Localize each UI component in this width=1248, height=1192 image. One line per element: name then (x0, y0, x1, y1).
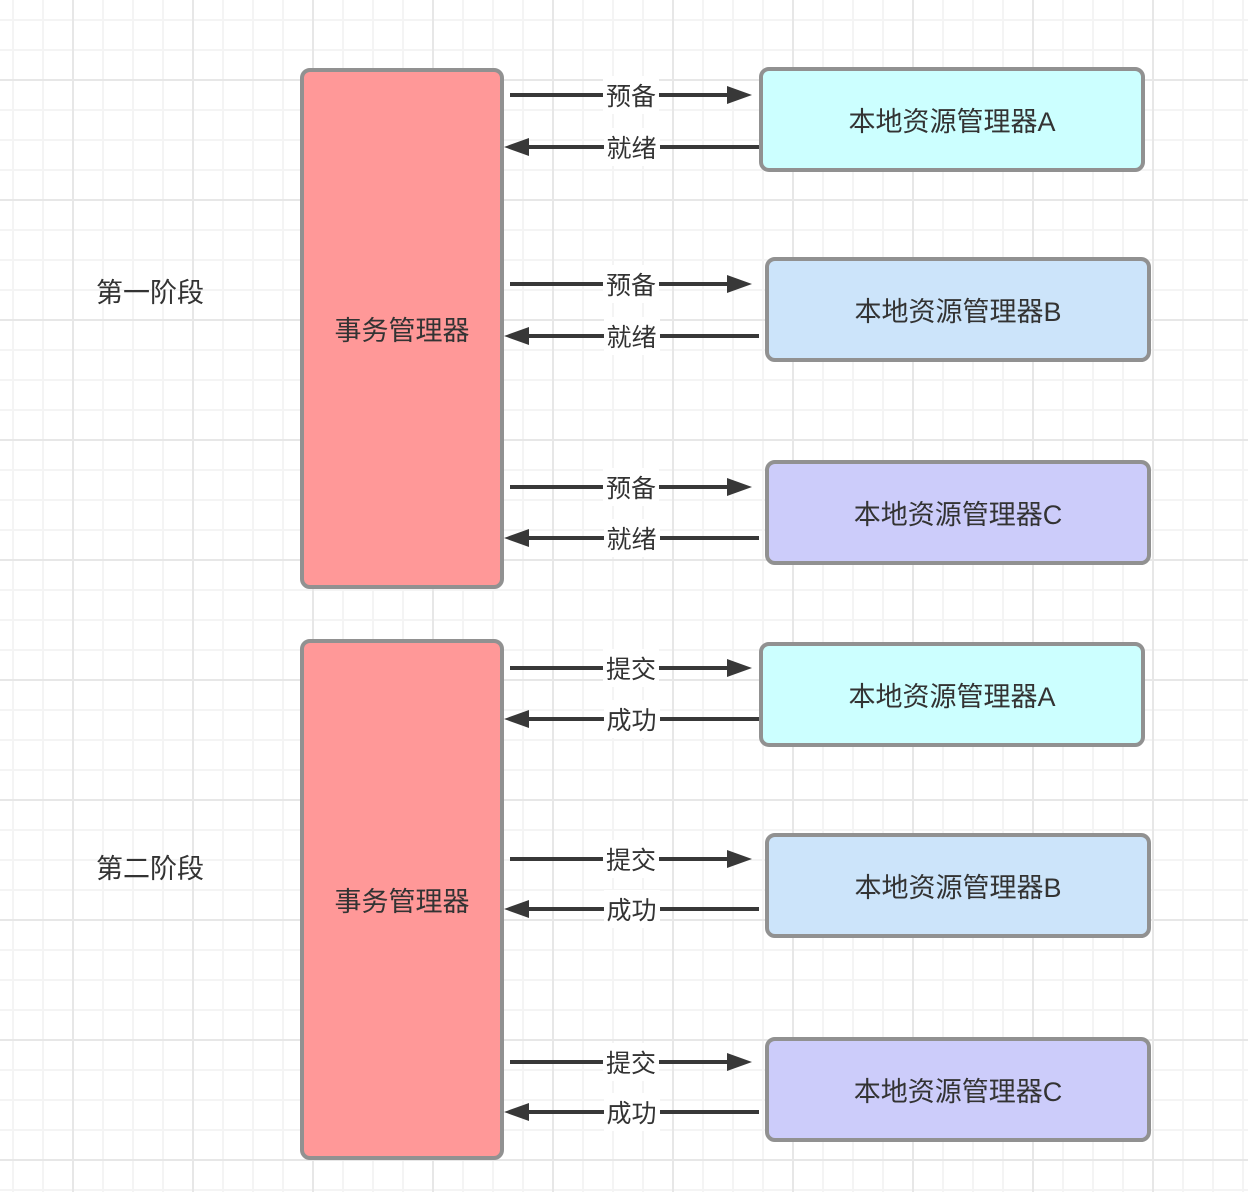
phase-1-label: 第一阶段 (96, 278, 204, 308)
arrowhead-left-icon (504, 1103, 529, 1121)
arrow-label: 预备 (602, 265, 660, 303)
resource-a-label: 本地资源管理器A (848, 682, 1056, 712)
arrow-prepare-to-c: 预备 (510, 468, 752, 506)
resource-c-label: 本地资源管理器C (853, 1077, 1063, 1107)
arrow-commit-to-a: 提交 (510, 649, 752, 687)
arrow-label: 成功 (603, 1093, 660, 1131)
resource-a-label: 本地资源管理器A (848, 107, 1056, 137)
arrow-label: 预备 (602, 468, 660, 506)
resource-b-label: 本地资源管理器B (854, 297, 1062, 327)
arrowhead-left-icon (504, 710, 529, 728)
arrowhead-right-icon (727, 275, 752, 293)
transaction-manager-label: 事务管理器 (334, 316, 470, 346)
arrow-commit-to-c: 提交 (510, 1043, 752, 1081)
arrow-label: 预备 (602, 76, 660, 114)
arrow-ready-from-c: 就绪 (504, 519, 759, 557)
arrow-label: 就绪 (603, 128, 660, 166)
arrow-commit-to-b: 提交 (510, 840, 752, 878)
arrowhead-right-icon (727, 850, 752, 868)
transaction-manager-box-phase-1: 事务管理器 (300, 68, 504, 589)
arrow-success-from-a: 成功 (504, 700, 759, 738)
resource-box-a-phase-2: 本地资源管理器A (759, 642, 1145, 747)
arrowhead-left-icon (504, 138, 529, 156)
resource-box-b-phase-1: 本地资源管理器B (765, 257, 1151, 362)
resource-box-c-phase-2: 本地资源管理器C (765, 1037, 1151, 1142)
arrow-ready-from-a: 就绪 (504, 128, 759, 166)
arrow-label: 提交 (602, 840, 660, 878)
arrow-label: 成功 (603, 890, 660, 928)
arrow-label: 提交 (602, 1043, 660, 1081)
arrowhead-right-icon (727, 659, 752, 677)
arrowhead-left-icon (504, 900, 529, 918)
arrow-label: 就绪 (603, 317, 660, 355)
phase-2-label: 第二阶段 (96, 854, 204, 884)
arrow-prepare-to-a: 预备 (510, 76, 752, 114)
arrowhead-right-icon (727, 86, 752, 104)
transaction-manager-label: 事务管理器 (334, 887, 470, 917)
transaction-manager-box-phase-2: 事务管理器 (300, 639, 504, 1160)
arrow-ready-from-b: 就绪 (504, 317, 759, 355)
arrow-label: 提交 (602, 649, 660, 687)
arrow-prepare-to-b: 预备 (510, 265, 752, 303)
resource-box-a-phase-1: 本地资源管理器A (759, 67, 1145, 172)
resource-box-b-phase-2: 本地资源管理器B (765, 833, 1151, 938)
arrowhead-right-icon (727, 478, 752, 496)
arrowhead-right-icon (727, 1053, 752, 1071)
arrowhead-left-icon (504, 529, 529, 547)
resource-b-label: 本地资源管理器B (854, 873, 1062, 903)
resource-c-label: 本地资源管理器C (853, 500, 1063, 530)
arrow-label: 成功 (603, 700, 660, 738)
arrow-label: 就绪 (603, 519, 660, 557)
arrowhead-left-icon (504, 327, 529, 345)
resource-box-c-phase-1: 本地资源管理器C (765, 460, 1151, 565)
arrow-success-from-c: 成功 (504, 1093, 759, 1131)
arrow-success-from-b: 成功 (504, 890, 759, 928)
